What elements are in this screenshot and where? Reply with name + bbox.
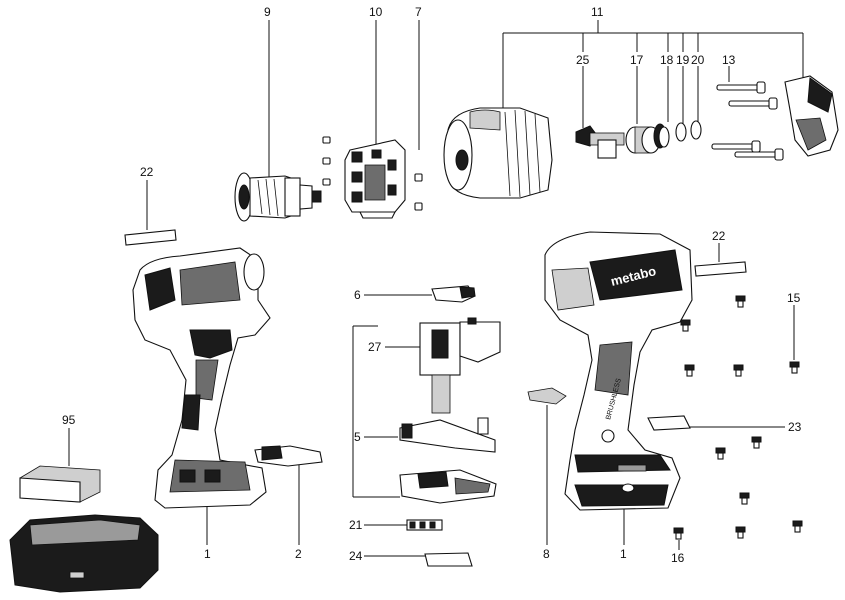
callout-7: 7 bbox=[415, 5, 422, 19]
callout-1-left: 1 bbox=[204, 547, 211, 561]
connector-part-21 bbox=[406, 519, 443, 531]
callout-17: 17 bbox=[630, 53, 644, 67]
callout-8: 8 bbox=[543, 547, 550, 561]
part-8-slider bbox=[527, 387, 567, 405]
callout-9: 9 bbox=[264, 5, 271, 19]
battery-pack bbox=[9, 514, 159, 593]
leader-lines bbox=[68, 20, 804, 557]
spindle-part bbox=[575, 125, 625, 159]
callout-20: 20 bbox=[691, 53, 705, 67]
control-board-part-5 bbox=[399, 417, 496, 453]
callout-labels: 9 10 7 11 25 17 18 19 20 13 22 22 15 6 2… bbox=[62, 5, 802, 565]
callout-22-right: 22 bbox=[712, 229, 726, 243]
right-housing-part: metabo BRUSHLESS bbox=[544, 231, 693, 511]
armature-part bbox=[234, 172, 322, 222]
callout-23: 23 bbox=[788, 420, 802, 434]
battery-label-95 bbox=[19, 465, 101, 503]
callout-1-right: 1 bbox=[620, 547, 627, 561]
gear-housing-part bbox=[443, 107, 553, 199]
callout-5: 5 bbox=[354, 430, 361, 444]
screws-15-16 bbox=[673, 295, 803, 540]
callout-6: 6 bbox=[354, 288, 361, 302]
part-2-clip bbox=[254, 445, 323, 467]
callout-25: 25 bbox=[576, 53, 590, 67]
callout-18: 18 bbox=[660, 53, 674, 67]
left-housing-part bbox=[132, 247, 271, 509]
label-plate-23 bbox=[647, 415, 691, 431]
callout-27: 27 bbox=[368, 340, 382, 354]
lower-module-part-5 bbox=[399, 469, 497, 504]
callout-10: 10 bbox=[369, 5, 383, 19]
callout-2: 2 bbox=[295, 547, 302, 561]
callout-15: 15 bbox=[787, 291, 801, 305]
callout-11: 11 bbox=[591, 5, 604, 19]
label-plate-24 bbox=[424, 552, 473, 567]
callout-21: 21 bbox=[349, 518, 363, 532]
callout-16: 16 bbox=[671, 551, 685, 565]
callout-19: 19 bbox=[676, 53, 690, 67]
label-plate-right bbox=[694, 261, 747, 277]
callout-95: 95 bbox=[62, 413, 76, 427]
small-pins bbox=[322, 136, 423, 211]
label-plate-left bbox=[124, 229, 177, 246]
switch-part-27 bbox=[419, 317, 501, 414]
screws-13 bbox=[711, 81, 784, 161]
ring-parts bbox=[625, 120, 702, 154]
callout-13: 13 bbox=[722, 53, 736, 67]
callout-22-left: 22 bbox=[140, 165, 154, 179]
stator-part bbox=[344, 139, 406, 219]
nose-cap-part bbox=[784, 75, 839, 157]
callout-24: 24 bbox=[349, 549, 363, 563]
part-6-button bbox=[431, 285, 476, 303]
